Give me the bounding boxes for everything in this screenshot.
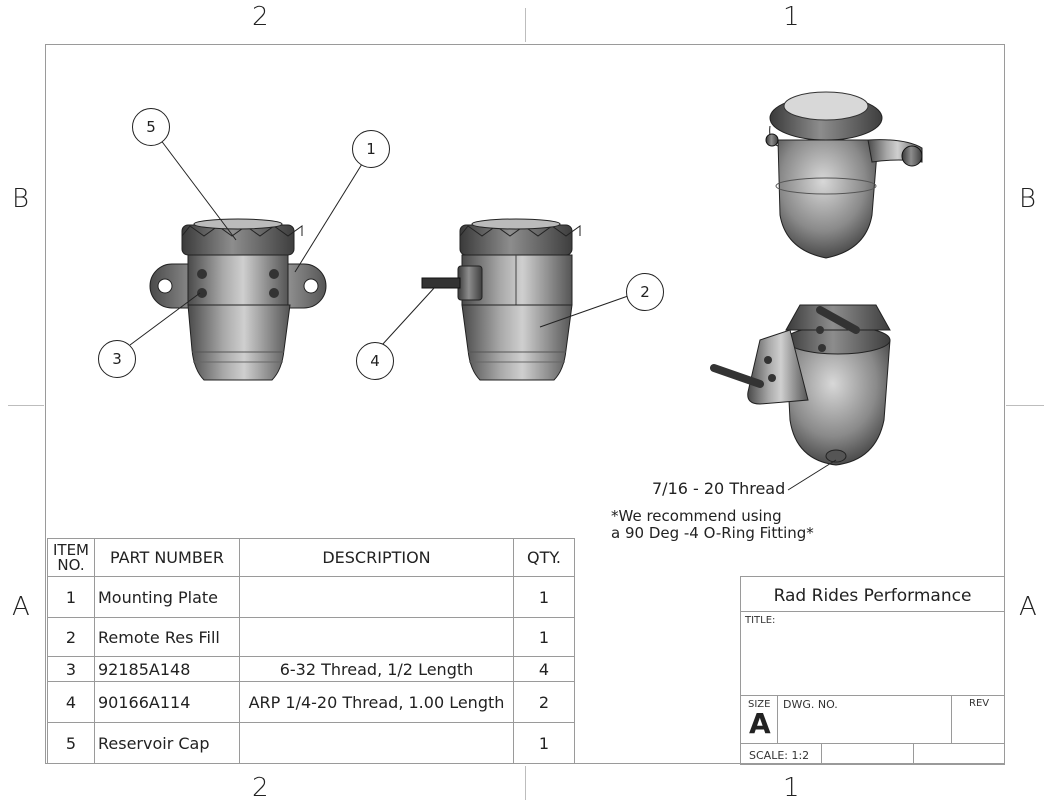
dwg-no-label: DWG. NO. [783, 698, 838, 711]
isometric-view-bottom [710, 304, 891, 466]
bom-qty: 1 [513, 617, 575, 657]
rev-label: REV [969, 698, 990, 709]
table-row: 5 Reservoir Cap 1 [47, 722, 575, 764]
bom-item: 3 [47, 656, 95, 682]
bom-qty: 2 [513, 681, 575, 723]
zone-label-left-b: B [12, 184, 30, 214]
table-row: 3 92185A148 6-32 Thread, 1/2 Length 4 [47, 656, 575, 682]
zone-label-bottom-2: 2 [252, 773, 269, 803]
bom-part: Remote Res Fill [94, 617, 240, 657]
table-row: 1 Mounting Plate 1 [47, 576, 575, 618]
bom-header-item-line2: NO. [57, 555, 85, 574]
scale-vline-1 [821, 743, 822, 765]
title-block: Rad Rides Performance TITLE: SIZE A DWG.… [740, 576, 1005, 765]
isometric-view-top [765, 91, 923, 259]
balloon-2: 2 [626, 273, 664, 311]
leader-lines [129, 138, 837, 491]
size-label: SIZE [748, 699, 771, 710]
bom-qty: 1 [513, 576, 575, 618]
zone-tick-right [1006, 405, 1044, 406]
bom-desc [239, 722, 514, 764]
scale-divider [741, 743, 1004, 744]
recommend-note-line2: a 90 Deg -4 O-Ring Fitting* [611, 524, 814, 542]
bom-qty: 1 [513, 722, 575, 764]
bom-qty: 4 [513, 656, 575, 682]
bom-header-item-line1: ITEM [52, 540, 89, 559]
zone-label-right-b: B [1019, 184, 1037, 214]
front-view [149, 218, 327, 381]
zone-label-right-a: A [1019, 592, 1037, 622]
scale-vline-2 [913, 743, 914, 765]
bom-desc [239, 617, 514, 657]
table-row: 2 Remote Res Fill 1 [47, 617, 575, 657]
bom-item: 4 [47, 681, 95, 723]
table-row: 4 90166A114 ARP 1/4-20 Thread, 1.00 Leng… [47, 681, 575, 723]
bom-header-part: PART NUMBER [94, 538, 240, 577]
title-label: TITLE: [745, 615, 776, 626]
recommend-note-line1: *We recommend using [611, 507, 782, 525]
balloon-1: 1 [352, 130, 390, 168]
balloon-3: 3 [98, 340, 136, 378]
zone-tick-left [8, 405, 44, 406]
bom-desc: ARP 1/4-20 Thread, 1.00 Length [239, 681, 514, 723]
bom-part: 92185A148 [94, 656, 240, 682]
drawing-border [45, 44, 1005, 764]
bom-item: 2 [47, 617, 95, 657]
bom-desc: 6-32 Thread, 1/2 Length [239, 656, 514, 682]
thread-note: 7/16 - 20 Thread [652, 479, 786, 498]
rev-vline [951, 695, 952, 743]
scale-label: SCALE: 1:2 [749, 749, 810, 762]
bom-item: 5 [47, 722, 95, 764]
bom-header-desc: DESCRIPTION [239, 538, 514, 577]
bom-part: Reservoir Cap [94, 722, 240, 764]
zone-tick-bottom [525, 766, 526, 800]
zone-label-top-1: 1 [783, 2, 800, 32]
balloon-5: 5 [132, 108, 170, 146]
zone-tick-top [525, 8, 526, 42]
company-name: Rad Rides Performance [773, 586, 972, 606]
zone-label-left-a: A [12, 592, 30, 622]
size-divider [741, 695, 1004, 696]
bom-desc [239, 576, 514, 618]
size-value: A [749, 707, 771, 740]
bom-header-item: ITEM NO. [47, 538, 95, 577]
bom-item: 1 [47, 576, 95, 618]
size-vline [777, 695, 778, 743]
bom-header-row: ITEM NO. PART NUMBER DESCRIPTION QTY. [47, 538, 575, 577]
zone-label-bottom-1: 1 [783, 773, 800, 803]
bom-part: 90166A114 [94, 681, 240, 723]
balloon-4: 4 [356, 342, 394, 380]
title-divider [741, 611, 1004, 612]
zone-label-top-2: 2 [252, 2, 269, 32]
bill-of-materials: ITEM NO. PART NUMBER DESCRIPTION QTY. 1 … [47, 538, 575, 764]
side-view [421, 218, 581, 381]
bom-header-qty: QTY. [513, 538, 575, 577]
bom-part: Mounting Plate [94, 576, 240, 618]
